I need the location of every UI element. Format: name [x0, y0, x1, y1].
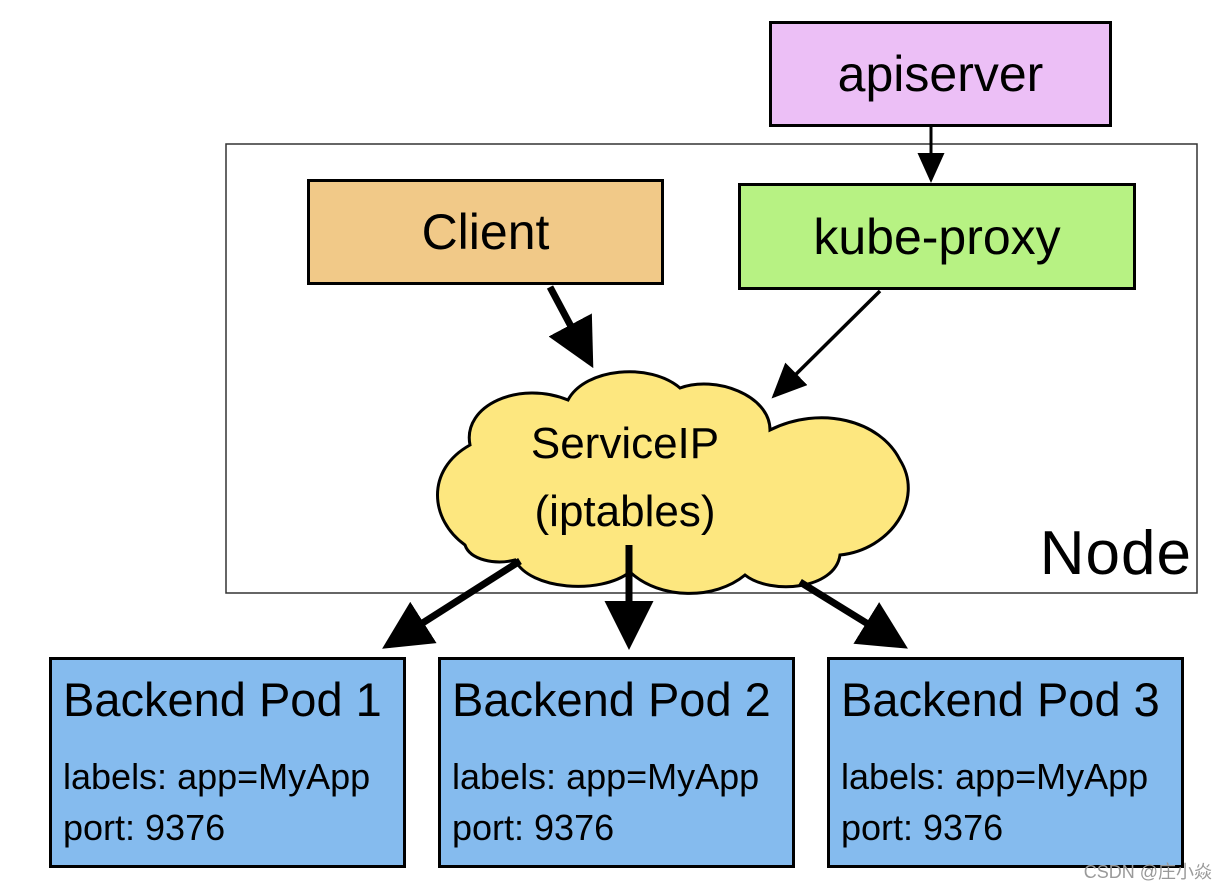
watermark: CSDN @庄小焱: [1083, 862, 1212, 882]
pod-port: port: 9376: [841, 807, 1004, 848]
apiserver-box: apiserver: [769, 21, 1112, 127]
pod-labels: labels: app=MyApp: [63, 756, 371, 797]
pod-title: Backend Pod 3: [841, 673, 1160, 726]
arrow-service-to-pod-1: [382, 558, 522, 649]
client-box: Client: [307, 179, 664, 285]
node-frame: [225, 143, 1198, 594]
pod-title: Backend Pod 2: [452, 673, 771, 726]
pod-title: Backend Pod 1: [63, 673, 382, 726]
apiserver-label: apiserver: [837, 46, 1044, 102]
arrow-client-to-service: [546, 285, 594, 369]
node-label: Node: [1039, 519, 1192, 588]
kube-proxy-label: kube-proxy: [813, 208, 1061, 265]
service-ip-label: ServiceIP (iptables): [460, 410, 790, 546]
pod-labels: labels: app=MyApp: [452, 756, 760, 797]
backend-pod-3: Backend Pod 3 labels: app=MyApp port: 93…: [827, 657, 1184, 868]
pod-port: port: 9376: [63, 807, 226, 848]
backend-pod-1: Backend Pod 1 labels: app=MyApp port: 93…: [49, 657, 406, 868]
arrow-service-to-pod-3: [798, 579, 908, 649]
client-label: Client: [421, 204, 550, 260]
pod-labels: labels: app=MyApp: [841, 756, 1149, 797]
kube-proxy-box: kube-proxy: [738, 183, 1136, 290]
backend-pod-2: Backend Pod 2 labels: app=MyApp port: 93…: [438, 657, 795, 868]
service-ip-line1: ServiceIP: [530, 419, 720, 468]
pod-port: port: 9376: [452, 807, 615, 848]
service-ip-line2: (iptables): [534, 487, 716, 536]
arrow-kube-proxy-to-service: [771, 289, 882, 399]
